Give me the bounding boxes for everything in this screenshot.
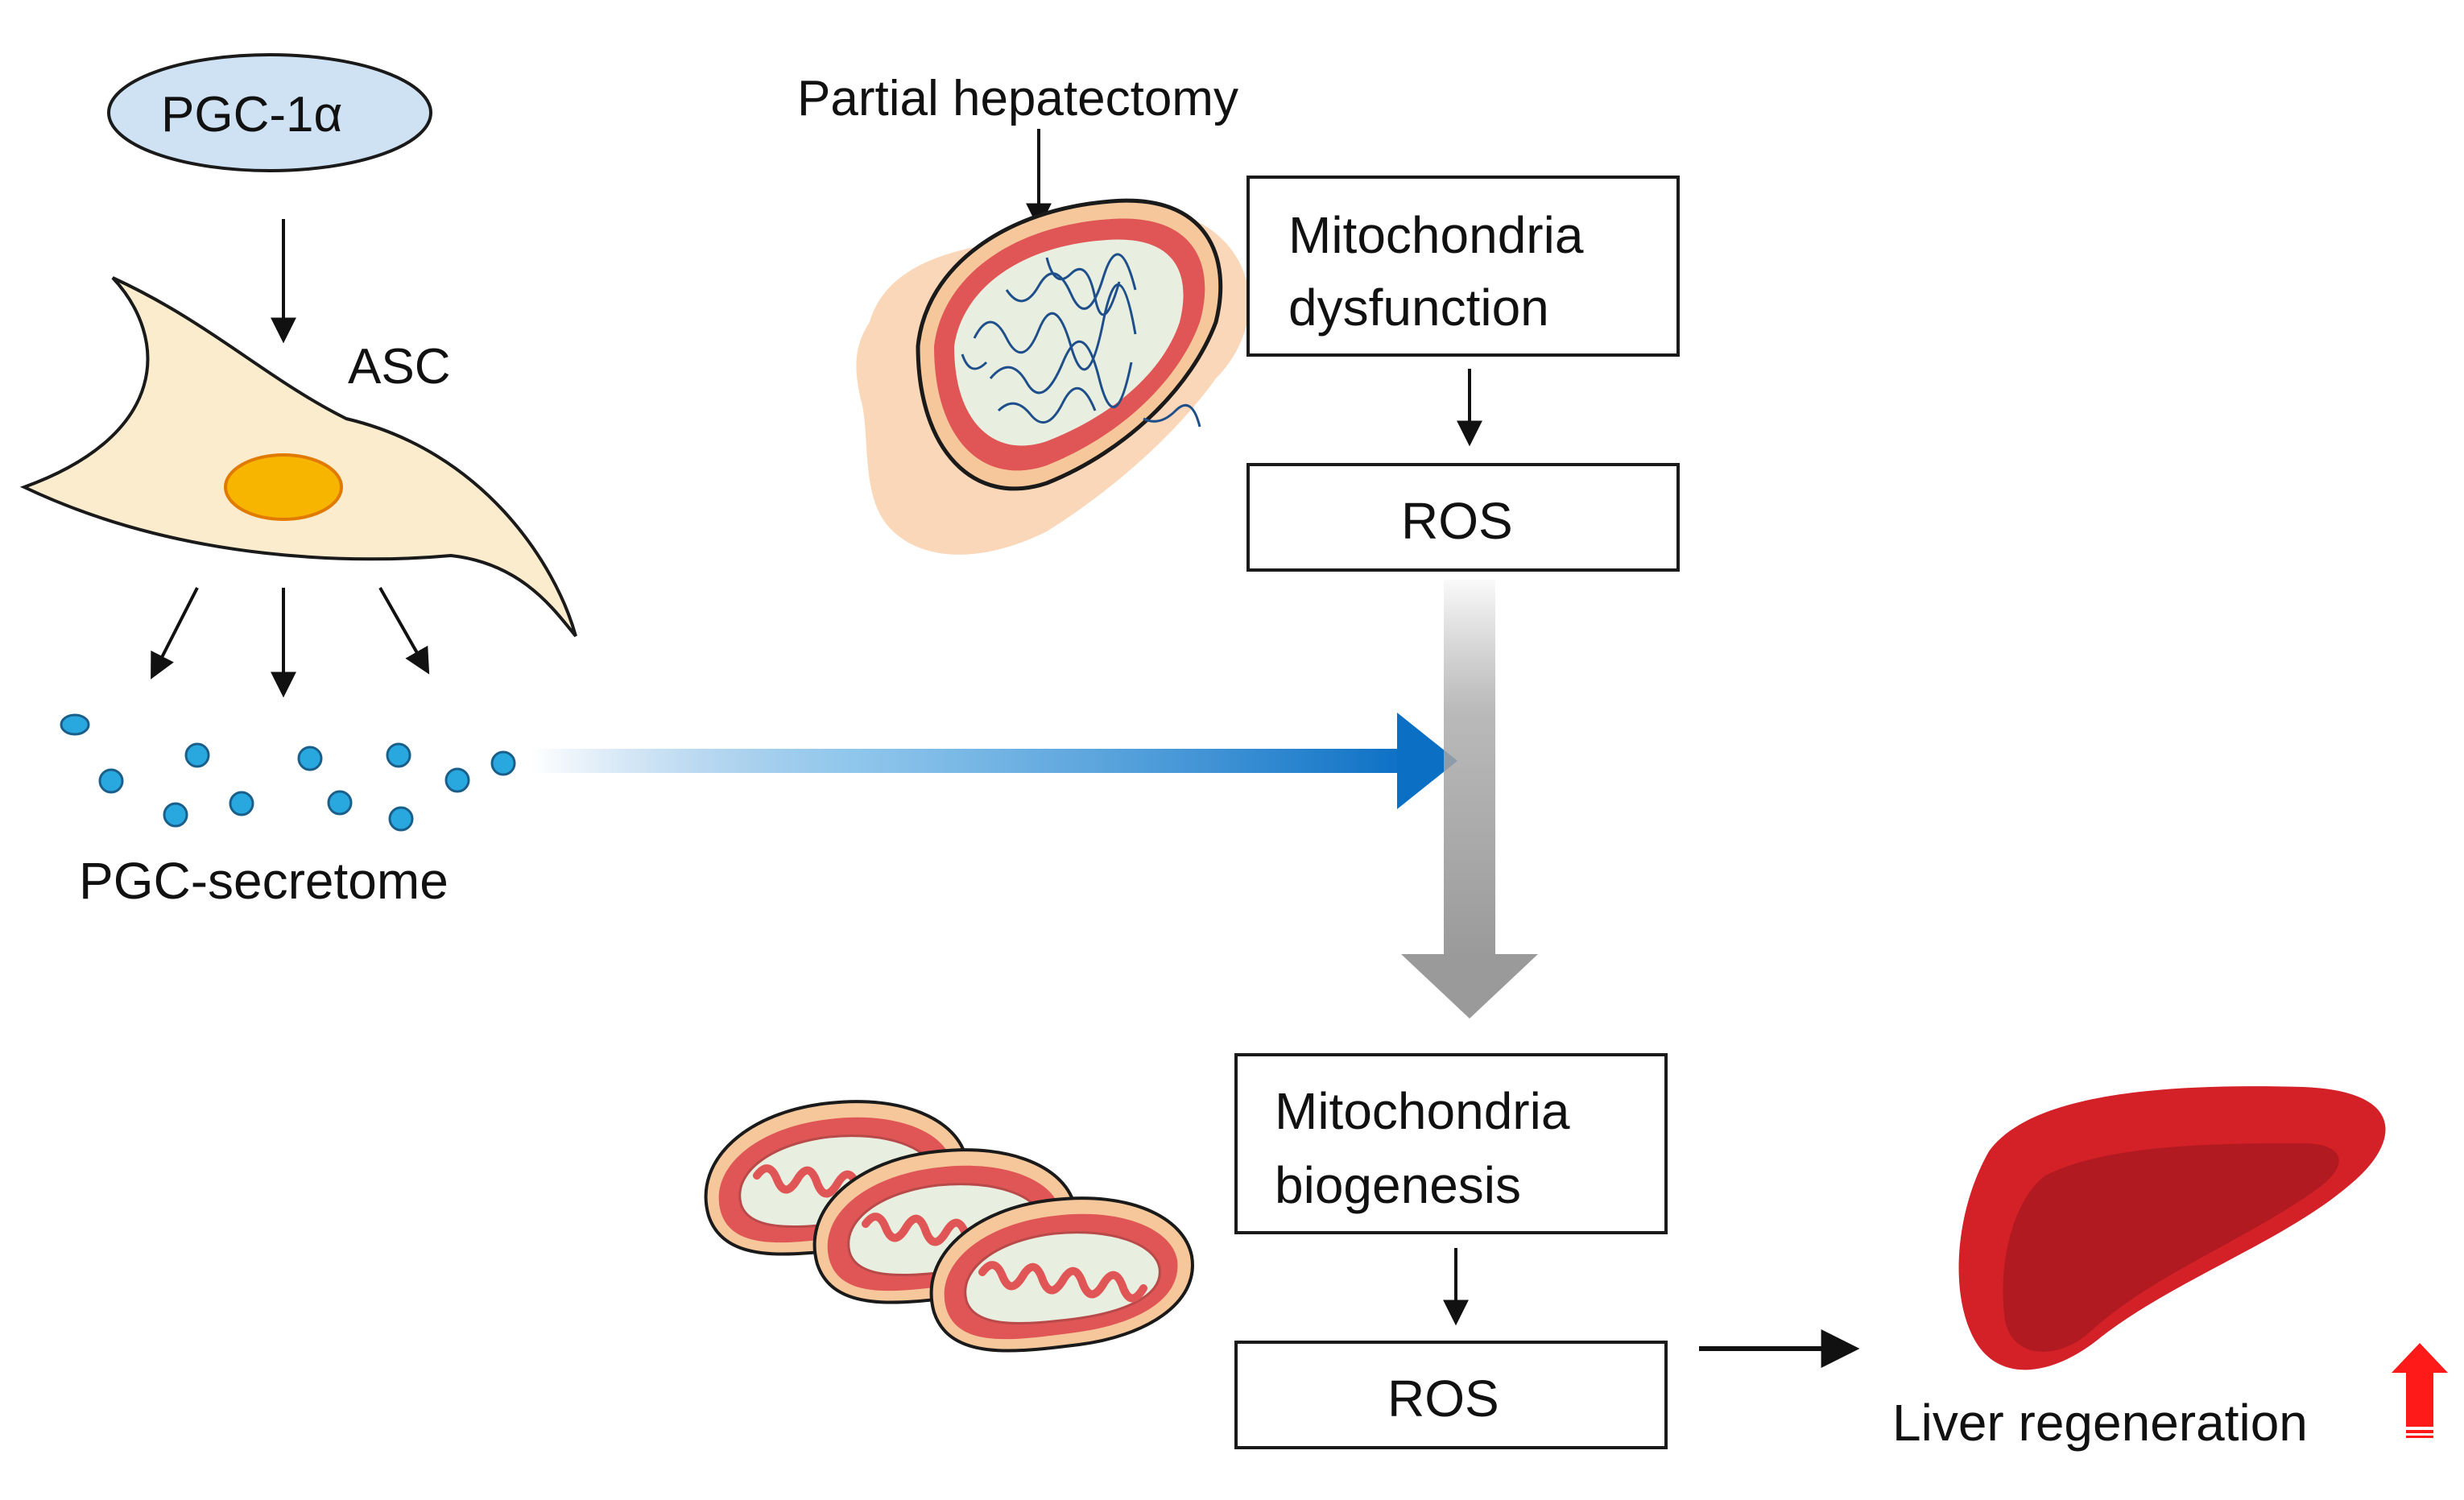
- up-arrow-icon: [2392, 1343, 2448, 1438]
- asc-nucleus: [224, 453, 343, 521]
- mito-dysfunction-box: Mitochondria dysfunction: [1246, 176, 1680, 357]
- partial-hepatectomy-label: Partial hepatectomy: [797, 71, 1238, 126]
- mito-biogenesis-box: Mitochondria biogenesis: [1234, 1053, 1668, 1234]
- liver-illustration: [1958, 1086, 2386, 1370]
- gray-flow-head: [1401, 954, 1538, 1019]
- gray-flow-shaft: [1444, 580, 1495, 958]
- secretome-dots: [60, 713, 516, 832]
- secretion-arrow-right: [378, 587, 430, 675]
- secretion-arrow-left: [151, 587, 199, 680]
- mito-biogenesis-line1: Mitochondria: [1275, 1082, 1570, 1140]
- ros-up-box: ROS: [1246, 463, 1680, 572]
- blue-flow-head: [1397, 713, 1457, 809]
- asc-label: ASC: [348, 339, 451, 395]
- liver-regeneration-label: Liver regeneration: [1892, 1394, 2308, 1452]
- ros-up-label: ROS: [1401, 492, 1513, 550]
- ros-down-label: ROS: [1387, 1370, 1499, 1428]
- ros-down-box: ROS: [1234, 1341, 1668, 1449]
- mito-dysfunction-line2: dysfunction: [1288, 279, 1549, 337]
- mito-biogenesis-line2: biogenesis: [1275, 1156, 1521, 1214]
- pgc1a-ellipse: [107, 53, 432, 172]
- mito-dysfunction-line1: Mitochondria: [1288, 206, 1584, 264]
- damaged-mitochondrion: [856, 198, 1250, 555]
- pgc-secretome-label: PGC-secretome: [79, 852, 449, 910]
- blue-flow-shaft: [531, 749, 1409, 773]
- healthy-mitochondria-stack: [706, 1101, 1193, 1350]
- pgc1a-label: PGC-1α: [161, 87, 343, 143]
